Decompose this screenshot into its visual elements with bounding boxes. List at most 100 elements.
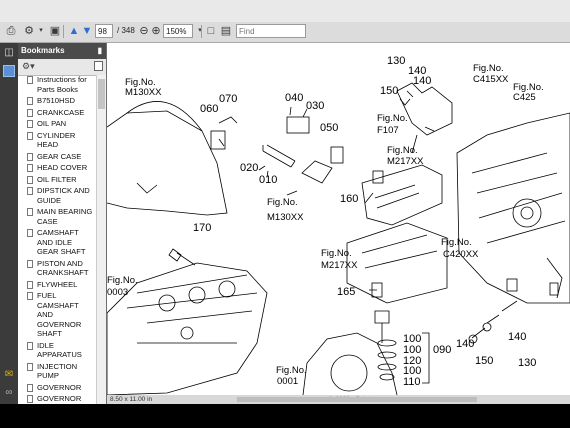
part-number: 150 [475,355,493,367]
gear-housing-outline [302,332,398,395]
fit-page-icon[interactable]: □ [207,25,215,37]
scrollbar-thumb[interactable] [98,79,105,109]
settings-icon[interactable]: ⚙ [24,25,34,37]
fit-width-icon[interactable]: ▤ [220,25,232,37]
bookmark-item[interactable]: GOVERNOR [18,383,96,393]
zoom-dropdown-icon[interactable]: ▾ [198,27,202,34]
bookmark-label: DIPSTICK AND GUIDE [37,186,90,205]
bookmark-item[interactable]: B7510HSD [18,96,96,106]
bookmark-page-icon [27,187,33,195]
next-page-icon[interactable]: ▼ [81,25,93,37]
zoom-out-icon[interactable]: ⊖ [139,25,149,37]
part-number: 140 [408,65,426,77]
comment-icon[interactable]: ✉ [4,369,14,380]
fig-ref-number: M217XX [321,260,358,271]
find-input[interactable]: Find [236,24,306,38]
sensor-head-shape [506,278,518,292]
bookmark-item[interactable]: CAMSHAFT AND IDLE GEAR SHAFT [18,228,96,257]
bookmark-item[interactable]: OIL FILTER [18,175,96,185]
bookmark-page-icon [27,152,33,161]
washer-shape [468,334,478,344]
bookmark-item[interactable]: IDLE APPARATUS [18,341,96,360]
fig-ref-number: C415XX [473,74,509,85]
engine-bolt [188,286,206,304]
dropdown-arrow-icon[interactable]: ▾ [39,27,43,34]
zoom-in-icon[interactable]: ⊕ [151,25,161,37]
bookmark-page-icon [27,120,33,128]
bookmarks-tab-icon[interactable] [3,65,15,77]
zoom-select[interactable]: 150% [163,24,193,38]
bookmark-label: CYLINDER HEAD [37,130,76,150]
bookmark-item[interactable]: GOVERNOR [18,394,96,404]
washer-shape [482,322,492,332]
bookmark-page-icon [27,97,33,105]
part-number: 130 [518,357,536,369]
bolt-shapes [399,90,414,106]
snapshot-icon[interactable]: ▣ [49,25,61,37]
bookmark-page-icon [27,292,33,300]
part-number: 100 [403,333,421,345]
bookmark-item[interactable]: MAIN BEARING CASE [18,207,96,226]
bookmark-item[interactable]: HEAD COVER [18,163,96,173]
previous-page-icon[interactable]: ▲ [68,25,80,37]
layers-icon[interactable]: ◫ [4,47,14,58]
bookmark-item[interactable]: CYLINDER HEAD [18,131,96,150]
fig-ref-label: Fig.No. [387,145,418,156]
transmission-case [456,112,570,304]
oring-shape [377,339,397,347]
bookmark-item[interactable]: FLYWHEEL [18,280,96,290]
attachment-icon[interactable]: ∞ [5,387,13,398]
engine-block-lines [126,274,258,344]
side-rail: ◫ ✉ ∞ [0,43,18,404]
bookmarks-toolbar: ⚙▾ [18,59,106,76]
engine-bolt [180,326,194,340]
part-number: 100 [403,344,421,356]
bookmark-item[interactable]: CRANKCASE [18,108,96,118]
bookmark-item[interactable]: OIL PAN [18,119,96,129]
bookmark-item[interactable]: Instructions for Parts Books [18,75,96,94]
page-number-input[interactable]: 98 [95,24,113,38]
fig-ref-number: 0001 [277,376,298,387]
fig-ref-number: M130XX [125,87,162,98]
bookmark-item[interactable]: INJECTION PUMP [18,362,96,381]
fig-ref-label: Fig.No. [377,113,408,124]
part-070-leader [218,116,238,124]
transmission-ribs [471,152,566,244]
fig-ref-label: Fig.No. [276,365,307,376]
close-panel-icon[interactable]: ▮ [97,46,102,55]
part-number: 140 [508,331,526,343]
part-030-shape [286,116,310,134]
document-page[interactable]: Fig.No. M130XX Fig.No. M130XX Fig.No. C4… [107,43,570,395]
bracket-217 [346,222,448,304]
bookmarks-scrollbar[interactable] [96,75,106,404]
bookmark-item[interactable]: DIPSTICK AND GUIDE [18,186,96,205]
bookmark-label: GEAR CASE [37,151,82,161]
options-icon[interactable]: ⚙▾ [22,61,35,71]
horizontal-scrollbar[interactable] [237,397,477,402]
bookmark-label: FLYWHEEL [37,279,78,289]
plate-160 [361,164,443,226]
fig-ref-label: Fig.No. [125,77,156,88]
part-number: 030 [306,100,324,112]
leader-lines [218,106,308,178]
part-010-shape [262,144,296,168]
bookmark-item[interactable]: PISTON AND CRANKSHAFT [18,259,96,278]
new-bookmark-icon[interactable] [94,61,103,71]
print-icon[interactable]: ⎙ [6,25,16,37]
plate-160-detail [374,184,420,209]
head-cover-detail [136,182,158,194]
bookmark-page-icon [27,383,33,392]
bookmark-item[interactable]: FUEL CAMSHAFT AND GOVERNOR SHAFT [18,291,96,339]
bookmark-label: IDLE APPARATUS [37,340,82,360]
bookmark-page-icon [27,341,33,350]
bookmark-item[interactable]: GEAR CASE [18,152,96,162]
bracket-top-right [396,82,453,136]
sensor-170-outline [168,248,196,266]
fig-ref-number: M217XX [387,156,424,167]
bookmark-label: CAMSHAFT AND IDLE GEAR SHAFT [37,228,86,256]
oring-shape [379,373,395,381]
bookmark-page-icon [27,164,33,172]
bookmark-label: CRANKCASE [37,107,85,117]
toolbar: ⎙ ⚙ ▾ ▣ ▲ ▼ 98 / 348 ⊖ ⊕ 150% ▾ □ ▤ Find [0,22,570,43]
bracket-shape [301,160,333,184]
